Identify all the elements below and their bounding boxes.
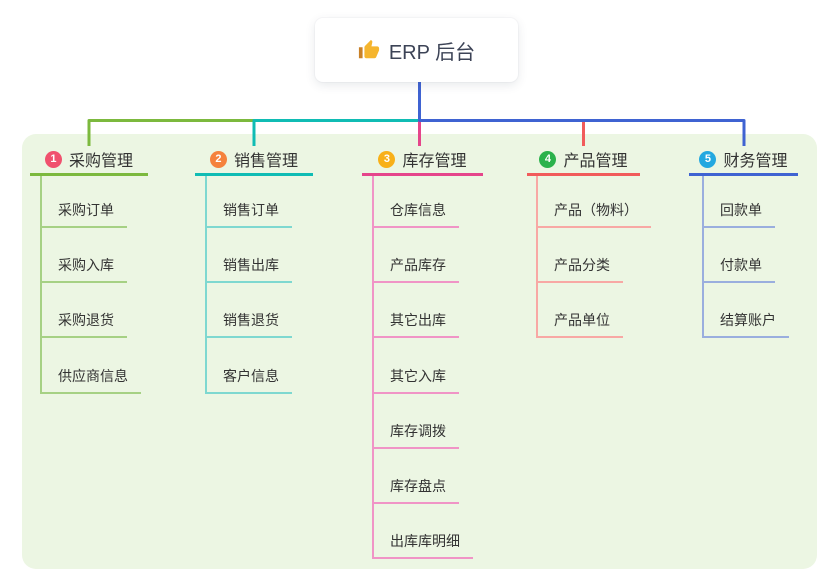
child-node-label: 产品（物料） xyxy=(554,202,638,218)
child-node[interactable]: 产品库存 xyxy=(372,253,459,283)
child-node[interactable]: 仓库信息 xyxy=(372,198,459,228)
branch-number-badge: 2 xyxy=(209,150,227,168)
branch-topic[interactable]: 5 财务管理 xyxy=(689,145,798,176)
child-node-label: 付款单 xyxy=(720,257,762,273)
child-node[interactable]: 采购订单 xyxy=(40,198,127,228)
child-node[interactable]: 其它入库 xyxy=(372,364,459,394)
branch-topic[interactable]: 2 销售管理 xyxy=(195,145,313,176)
child-node[interactable]: 采购入库 xyxy=(40,253,127,283)
root-node[interactable]: ERP 后台 xyxy=(315,18,518,82)
child-node-label: 仓库信息 xyxy=(390,202,446,218)
child-node-label: 销售出库 xyxy=(223,257,279,273)
child-node[interactable]: 其它出库 xyxy=(372,308,459,338)
branch-spine-line xyxy=(40,176,42,394)
child-node-label: 采购入库 xyxy=(58,257,114,273)
child-node-label: 结算账户 xyxy=(720,312,776,328)
child-node[interactable]: 销售出库 xyxy=(205,253,292,283)
child-node-label: 客户信息 xyxy=(223,368,279,384)
child-node-label: 采购订单 xyxy=(58,202,114,218)
branch-number-badge: 5 xyxy=(699,150,717,168)
branch-spine-line xyxy=(536,176,538,338)
branch-topic-label: 销售管理 xyxy=(233,153,298,170)
branch-spine-line xyxy=(205,176,207,394)
child-node[interactable]: 产品分类 xyxy=(536,253,623,283)
child-node-label: 供应商信息 xyxy=(58,368,128,384)
child-node-label: 产品分类 xyxy=(554,257,610,273)
child-node-label: 采购退货 xyxy=(58,312,114,328)
branch-number-badge: 4 xyxy=(539,150,557,168)
child-node[interactable]: 库存盘点 xyxy=(372,474,459,504)
child-node[interactable]: 客户信息 xyxy=(205,364,292,394)
child-node-label: 回款单 xyxy=(720,202,762,218)
child-node-label: 销售退货 xyxy=(223,312,279,328)
child-node-label: 其它出库 xyxy=(390,312,446,328)
child-node[interactable]: 供应商信息 xyxy=(40,364,141,394)
child-node[interactable]: 回款单 xyxy=(702,198,775,228)
child-node-label: 库存盘点 xyxy=(390,478,446,494)
branch-spine-line xyxy=(372,176,374,559)
branches-panel xyxy=(22,134,817,569)
child-node[interactable]: 销售订单 xyxy=(205,198,292,228)
branch-number-badge: 3 xyxy=(378,150,396,168)
branch-topic-label: 采购管理 xyxy=(68,153,133,170)
branch-topic[interactable]: 1 采购管理 xyxy=(30,145,148,176)
thumbs-up-icon xyxy=(358,39,379,59)
child-node[interactable]: 采购退货 xyxy=(40,308,127,338)
child-node[interactable]: 结算账户 xyxy=(702,308,789,338)
child-node-label: 其它入库 xyxy=(390,368,446,384)
branch-topic-label: 库存管理 xyxy=(402,153,467,170)
child-node[interactable]: 付款单 xyxy=(702,253,775,283)
child-node[interactable]: 库存调拨 xyxy=(372,419,459,449)
branch-number-badge: 1 xyxy=(44,150,62,168)
branch-topic-label: 产品管理 xyxy=(563,153,628,170)
branch-spine-line xyxy=(702,176,704,338)
child-node-label: 产品库存 xyxy=(390,257,446,273)
branch-topic[interactable]: 3 库存管理 xyxy=(362,145,483,176)
root-node-label: ERP 后台 xyxy=(388,41,476,64)
child-node[interactable]: 产品单位 xyxy=(536,308,623,338)
child-node-label: 出库库明细 xyxy=(390,533,460,549)
branch-topic[interactable]: 4 产品管理 xyxy=(527,145,640,176)
child-node[interactable]: 产品（物料） xyxy=(536,198,651,228)
child-node-label: 库存调拨 xyxy=(390,423,446,439)
child-node-label: 销售订单 xyxy=(223,202,279,218)
child-node[interactable]: 出库库明细 xyxy=(372,529,473,559)
child-node[interactable]: 销售退货 xyxy=(205,308,292,338)
branch-topic-label: 财务管理 xyxy=(723,153,788,170)
child-node-label: 产品单位 xyxy=(554,312,610,328)
